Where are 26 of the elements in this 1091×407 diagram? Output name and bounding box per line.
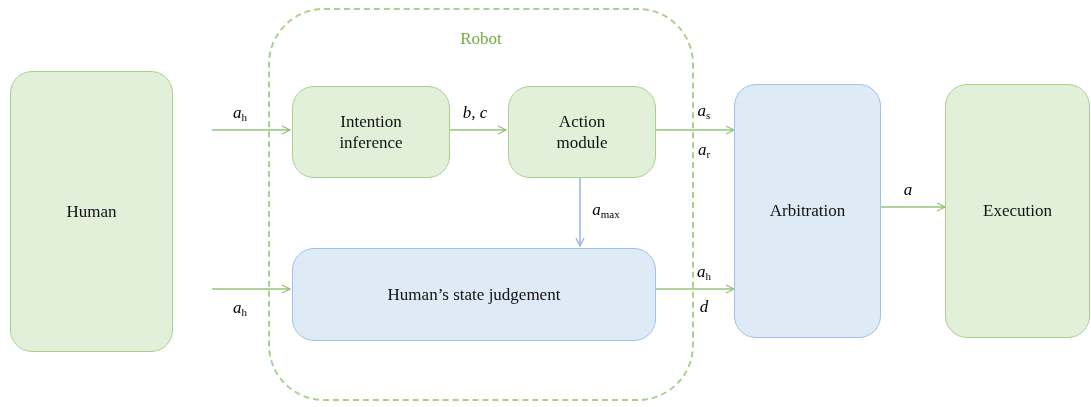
process-box	[292, 248, 656, 341]
process-box	[734, 84, 881, 338]
box-label: Human’s state judgement	[386, 283, 562, 306]
process-box	[945, 84, 1090, 338]
arrow	[211, 125, 291, 135]
process-box	[10, 71, 173, 352]
box-label: Human	[65, 200, 118, 223]
edge-label: a$_{h}$	[233, 102, 247, 125]
arrow	[880, 202, 946, 212]
signal-label: d	[699, 296, 709, 319]
box-label: Execution	[982, 200, 1053, 222]
edge-label: a$_{h}$	[697, 261, 711, 284]
group-title: Robot	[459, 28, 503, 50]
box-label: Arbitration	[768, 200, 847, 222]
group-container	[268, 8, 694, 401]
edge-label: a	[903, 179, 913, 202]
arrow	[211, 284, 291, 294]
edge-label: a$_{max}$	[592, 199, 620, 222]
box-label: Intention inference	[338, 110, 404, 154]
edge-label: a$_{s}$	[697, 100, 711, 123]
edge-label: a$_{h}$	[233, 297, 247, 320]
process-box	[508, 86, 656, 178]
edge-label: b, c	[462, 102, 488, 125]
signal-label: a$_{r}$	[697, 139, 711, 162]
process-box	[292, 86, 450, 178]
box-label: Action module	[555, 110, 609, 154]
